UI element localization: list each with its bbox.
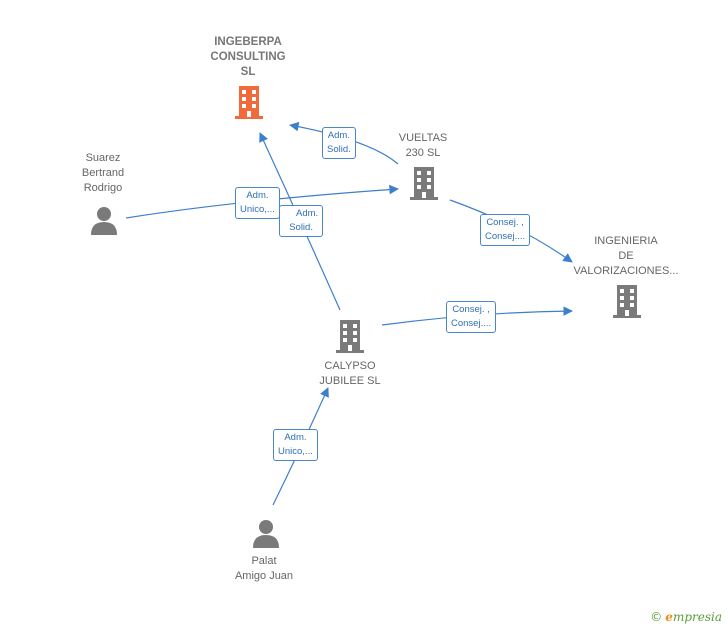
edge-label-calypso-ingenieria[interactable]: Consej. , Consej.... [446,301,497,333]
edge-label-vueltas-ingeberpa[interactable]: Adm. Solid. [322,127,356,159]
edge-vueltas-ingeberpa [289,121,399,165]
label-line: Unico,... [278,446,313,457]
building-icon[interactable] [408,165,440,201]
label-line: Suarez [85,152,121,164]
label-line: Unico,... [240,204,275,215]
label-line: Adm. [327,130,350,141]
label-line: VUELTAS [398,132,448,144]
label-line: JUBILEE SL [319,375,381,387]
label-line: Consej. , [486,217,524,228]
label-line: Solid. [289,222,313,233]
label-line: Adm. [284,432,307,443]
label-line: Rodrigo [83,182,123,194]
node-label-palat[interactable]: Palat Amigo Juan [235,554,293,584]
node-label-ingeberpa[interactable]: INGEBERPA CONSULTING SL [210,35,285,80]
label-line: Consej.... [485,231,526,242]
brand-name: mpresia [672,610,722,624]
node-label-suarez[interactable]: Suarez Bertrand Rodrigo [82,151,124,196]
edge-label-suarez-vueltas[interactable]: Adm. Unico,... [235,187,280,219]
label-line: Bertrand [81,167,125,179]
copyright-symbol: © [650,610,663,624]
label-line: INGENIERIA [594,235,658,247]
label-line: Amigo Juan [234,570,294,582]
brand-logo[interactable]: ©empresia [650,610,722,624]
label-line: INGEBERPA [214,36,282,48]
label-line: Palat [251,555,277,567]
label-line: 230 SL [405,147,441,159]
edge-label-calypso-ingeberpa[interactable]: Adm. Solid. [279,205,324,237]
node-label-ingenieria[interactable]: INGENIERIA DE VALORIZACIONES... [574,234,679,279]
label-line: Consej. , [452,304,490,315]
label-line: Consej.... [451,318,492,329]
building-icon[interactable] [611,283,643,319]
label-line: CALYPSO [324,360,376,372]
person-icon[interactable] [89,205,119,235]
label-line: Adm. [246,190,269,201]
label-line: Adm. [296,208,319,219]
node-label-calypso[interactable]: CALYPSO JUBILEE SL [319,359,380,389]
edge-label-vueltas-ingenieria[interactable]: Consej. , Consej.... [480,214,531,246]
node-label-vueltas[interactable]: VUELTAS 230 SL [399,131,448,161]
person-icon[interactable] [251,518,281,548]
label-line: CONSULTING [210,51,286,63]
building-icon[interactable] [334,318,366,354]
label-line: DE [618,250,634,262]
label-line: SL [240,66,256,78]
brand-initial: e [665,610,673,624]
label-line: VALORIZACIONES... [573,265,679,277]
label-line: Solid. [327,144,351,155]
building-icon[interactable] [233,84,265,120]
edge-label-palat-calypso[interactable]: Adm. Unico,... [273,429,318,461]
